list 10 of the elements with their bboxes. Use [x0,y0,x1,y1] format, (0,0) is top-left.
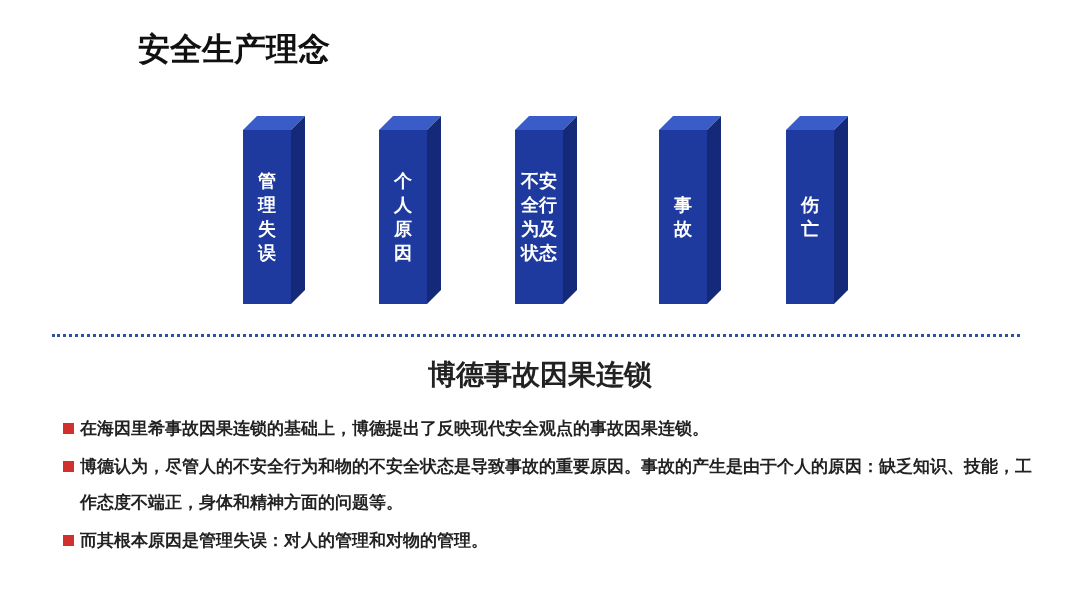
bullet-text: 而其根本原因是管理失误：对人的管理和对物的管理。 [80,529,489,552]
bullet-text: 在海因里希事故因果连锁的基础上，博德提出了反映现代安全观点的事故因果连锁。 [80,417,710,440]
slide-title: 安全生产理念 [138,29,330,70]
block-label: 事故 [673,193,693,241]
bullet-text: 博德认为，尽管人的不安全行为和物的不安全状态是导致事故的重要原因。事故的产生是由于个人的原因：缺乏知识、技能，工作态度不端正，身体和精神方面的问题等。 [80,455,1033,514]
block-label: 不安全行为及状态 [520,169,558,265]
block-label: 管理失误 [257,169,277,265]
block-label: 伤亡 [800,193,820,241]
section-heading: 博德事故因果连锁 [427,357,653,393]
block-label: 个人原因 [393,169,413,265]
